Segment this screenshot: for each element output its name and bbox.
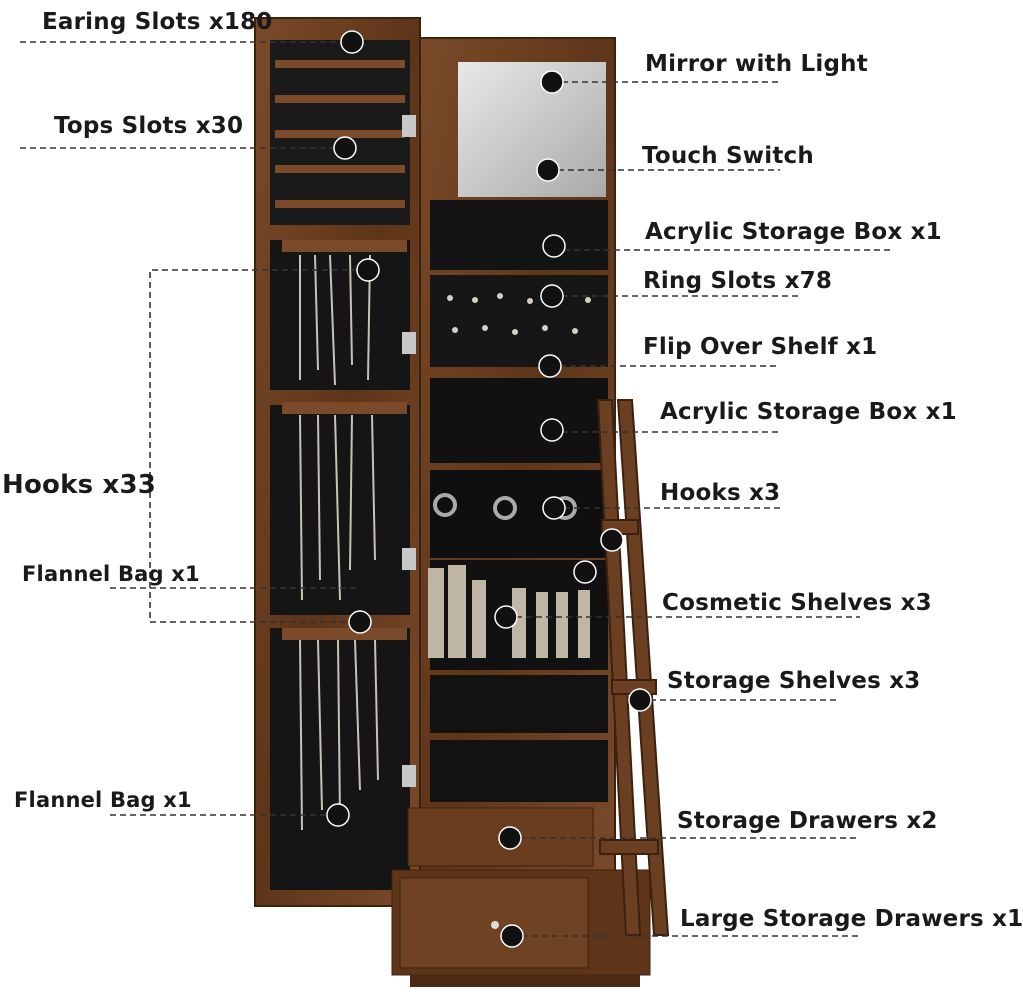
- leader-hooks-33: [149, 269, 368, 623]
- marker-large-storage-drawers: [500, 924, 524, 948]
- marker-side-shelf-upper: [600, 528, 624, 552]
- label-flannel-bag-lower: Flannel Bag x1: [14, 788, 192, 812]
- product-diagram: Earing Slots x180 Tops Slots x30 Hooks x…: [2, 9, 1023, 987]
- label-acrylic-storage-box-top: Acrylic Storage Box x1: [645, 219, 942, 245]
- label-storage-shelves: Storage Shelves x3: [667, 668, 921, 694]
- marker-dots: [326, 30, 652, 948]
- label-hooks-3: Hooks x3: [660, 480, 781, 506]
- marker-touch-switch: [536, 158, 560, 182]
- jewelry-cabinet-illustration: [20, 17, 890, 987]
- label-mirror-with-light: Mirror with Light: [645, 51, 868, 77]
- marker-storage-shelves: [628, 688, 652, 712]
- label-ring-slots: Ring Slots x78: [643, 268, 833, 294]
- label-tops-slots: Tops Slots x30: [54, 113, 244, 139]
- label-cosmetic-shelves: Cosmetic Shelves x3: [662, 590, 932, 616]
- marker-ring-slots: [540, 284, 564, 308]
- marker-flip-over-shelf: [538, 354, 562, 378]
- marker-hooks-door-bottom: [348, 610, 372, 634]
- marker-cosmetic-shelves: [494, 605, 518, 629]
- cabinet-body: [391, 37, 651, 976]
- label-flip-over-shelf: Flip Over Shelf x1: [643, 334, 878, 360]
- label-earing-slots: Earing Slots x180: [42, 9, 273, 35]
- label-acrylic-storage-box-mid: Acrylic Storage Box x1: [660, 399, 957, 425]
- open-door: [254, 17, 421, 907]
- marker-flannel-bag-lower: [326, 803, 350, 827]
- swivel-base: [410, 975, 640, 987]
- label-storage-drawers: Storage Drawers x2: [677, 808, 938, 834]
- marker-earing-slots: [340, 30, 364, 54]
- label-hooks-33: Hooks x33: [2, 470, 157, 500]
- marker-hooks-door-top: [356, 258, 380, 282]
- marker-tops-slots: [333, 136, 357, 160]
- marker-mirror-with-light: [540, 70, 564, 94]
- label-touch-switch: Touch Switch: [642, 143, 814, 169]
- marker-hooks-3: [542, 496, 566, 520]
- marker-side-shelf-mid: [573, 560, 597, 584]
- marker-acrylic-box-top: [542, 234, 566, 258]
- marker-acrylic-box-mid: [540, 418, 564, 442]
- label-large-storage-drawers: Large Storage Drawers x1: [680, 906, 1023, 932]
- leader-lines: [20, 41, 890, 937]
- label-flannel-bag-upper: Flannel Bag x1: [22, 562, 200, 586]
- marker-storage-drawers: [498, 826, 522, 850]
